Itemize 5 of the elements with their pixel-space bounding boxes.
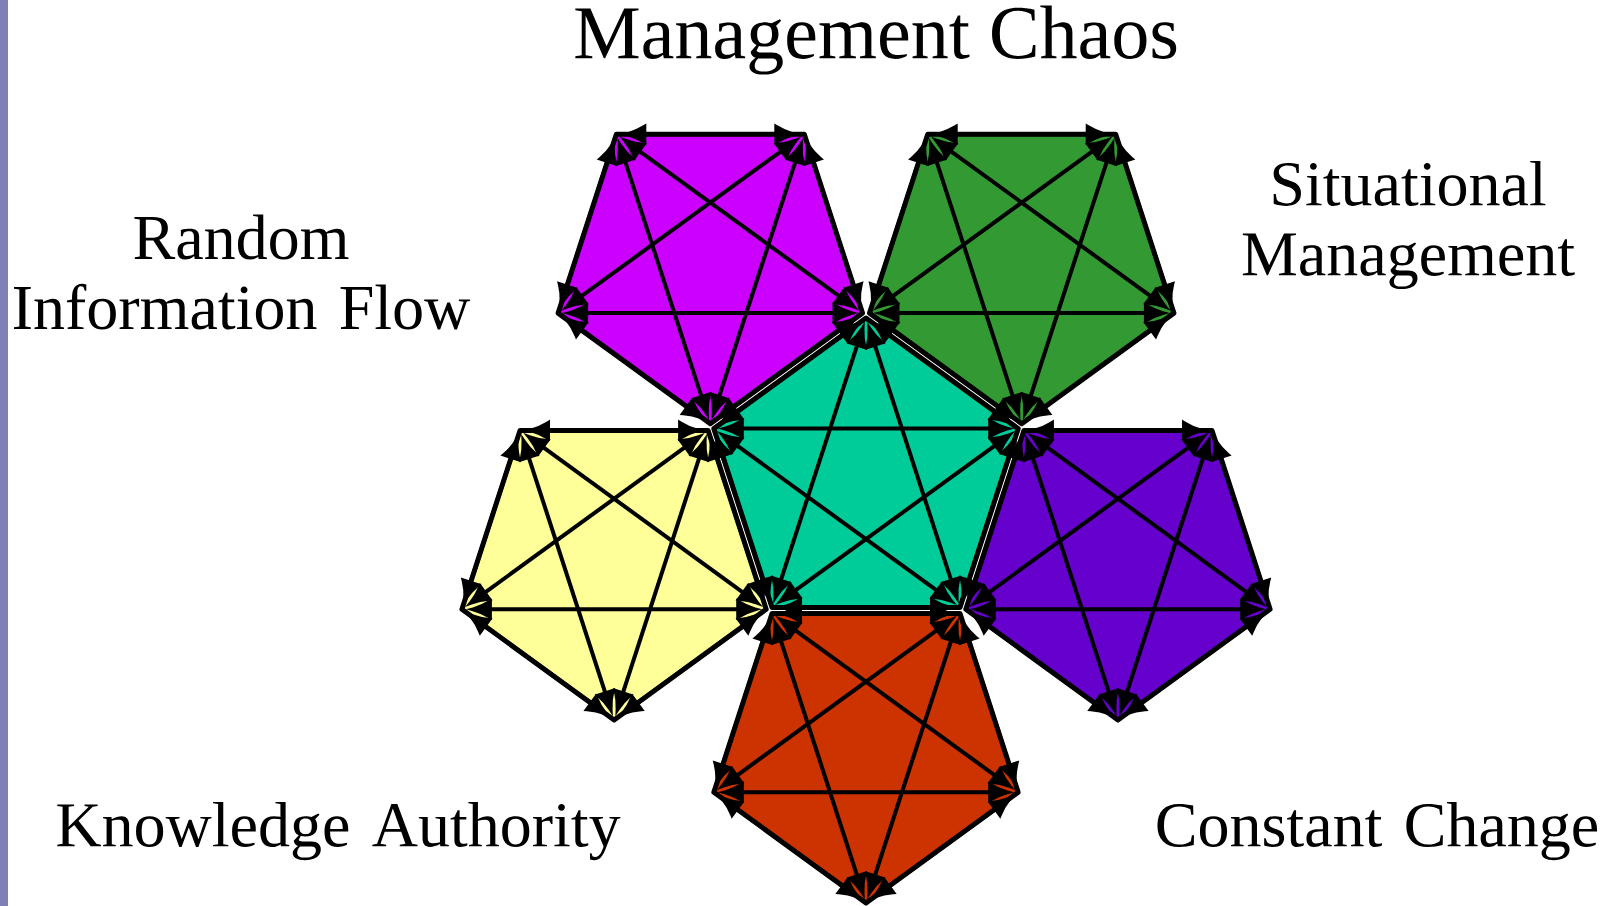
label: Situational Management [1242, 160, 1575, 290]
label: Random Information Flow [14, 214, 471, 330]
label: Constant Change [1157, 801, 1597, 861]
label: Knowledge Authority [57, 801, 621, 861]
title: Management Chaos [575, 5, 1177, 75]
